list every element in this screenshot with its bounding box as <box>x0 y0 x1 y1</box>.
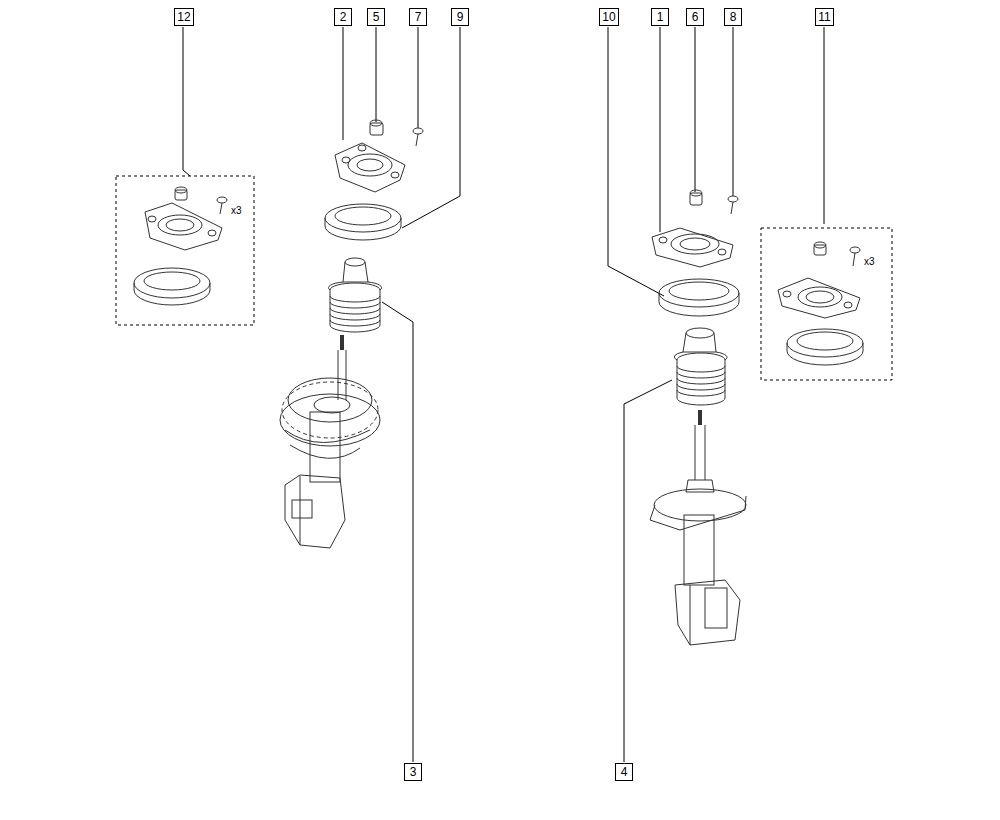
callout-box: 10 <box>599 8 619 26</box>
callout-number: 11 <box>818 11 830 23</box>
callout-box: 6 <box>686 8 704 26</box>
callout-box: 11 <box>815 8 834 26</box>
callout-box: 2 <box>334 8 352 26</box>
right-strut <box>650 190 746 645</box>
callout-box: 7 <box>409 8 427 26</box>
kit-parts <box>778 242 863 365</box>
callout-box: 1 <box>651 8 669 26</box>
callout-box: 5 <box>367 8 385 26</box>
callout-box: 3 <box>404 763 422 781</box>
callout-number: 4 <box>621 766 628 778</box>
kit-outline <box>761 228 892 380</box>
leader-lines <box>183 27 824 762</box>
callout-box: 8 <box>724 8 742 26</box>
callout-number: 5 <box>373 11 380 23</box>
callout-box: 4 <box>615 763 633 781</box>
callout-number: 3 <box>410 766 417 778</box>
kit-outline <box>116 176 254 325</box>
callout-number: 9 <box>457 11 464 23</box>
callout-number: 8 <box>730 11 737 23</box>
left-strut <box>280 120 423 548</box>
callout-number: 6 <box>692 11 699 23</box>
callout-number: 2 <box>340 11 347 23</box>
callout-number: 7 <box>415 11 422 23</box>
quantity-label: x3 <box>863 256 876 267</box>
callout-box: 9 <box>451 8 469 26</box>
quantity-label: x3 <box>230 205 243 216</box>
callout-number: 10 <box>602 11 615 23</box>
callout-number: 1 <box>657 11 664 23</box>
callout-box: 12 <box>174 8 194 26</box>
kit-parts <box>134 187 227 305</box>
callout-number: 12 <box>177 11 190 23</box>
